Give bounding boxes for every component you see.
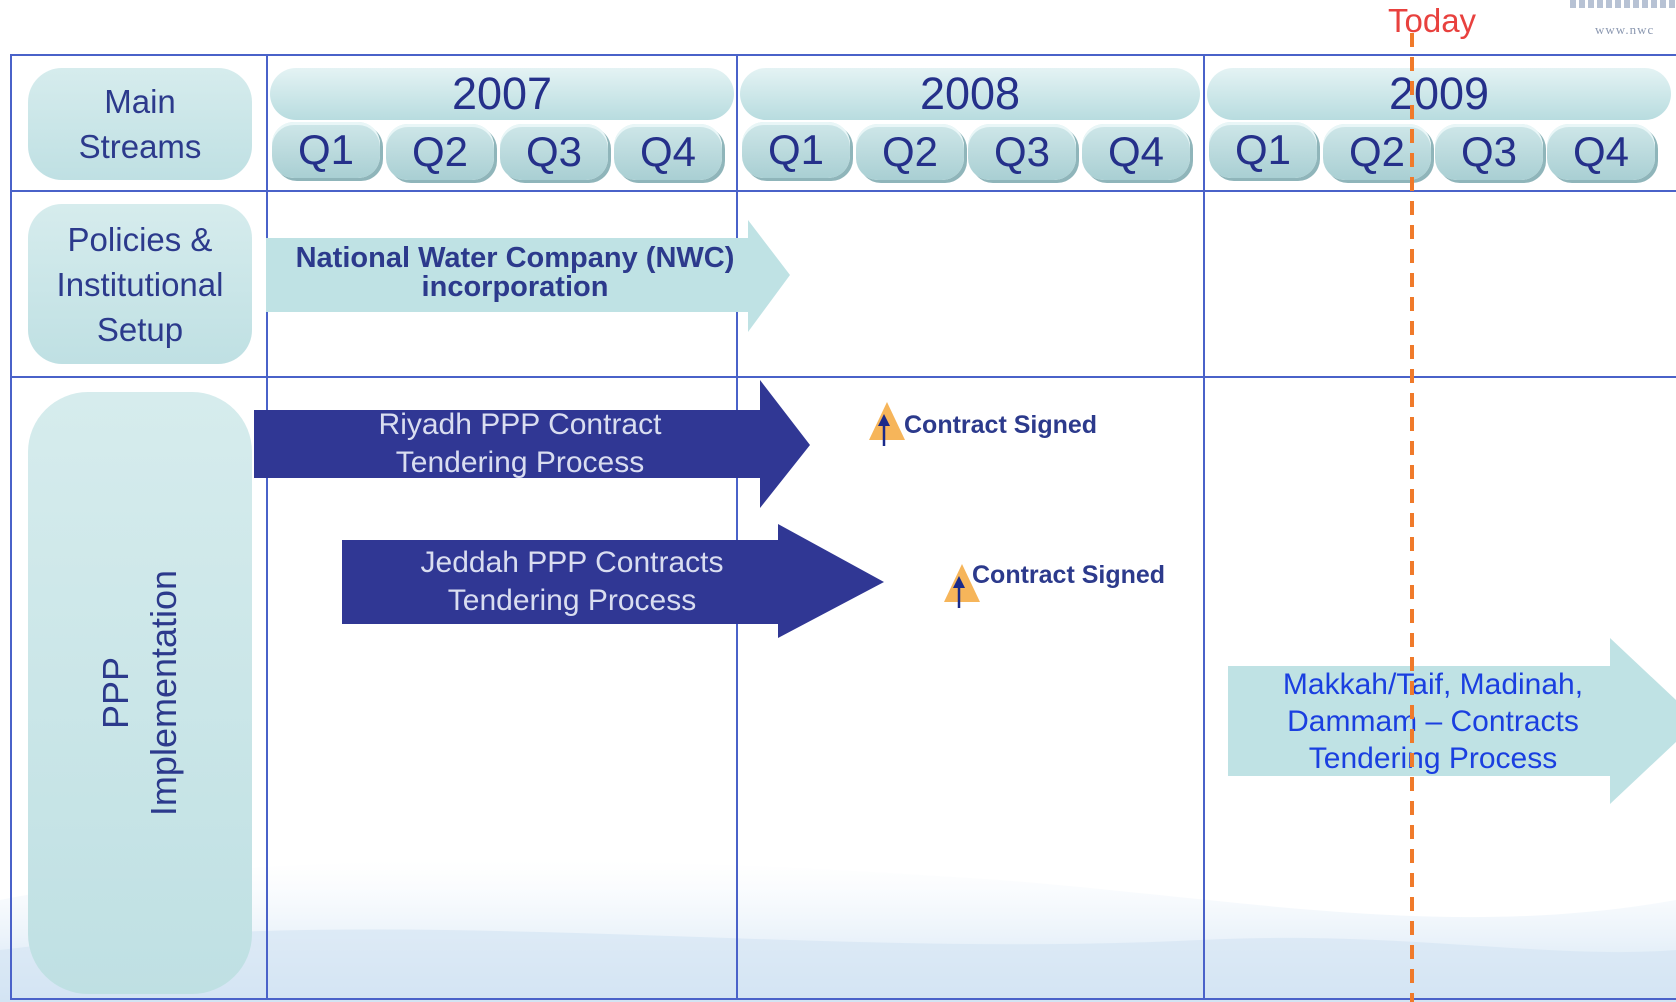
year-2009: 2009: [1207, 68, 1671, 120]
grid-left-line: [10, 54, 12, 1000]
quarter-2008-q4: Q4: [1082, 124, 1190, 180]
grid-header-line: [10, 190, 1676, 192]
grid-col-line-label: [266, 54, 268, 1000]
main-streams-header: Main Streams: [28, 68, 252, 180]
jeddah-bar-label: Jeddah PPP Contracts Tendering Process: [420, 546, 724, 617]
quarter-2007-q1: Q1: [272, 122, 380, 178]
milestone-icon: [869, 402, 905, 446]
grid-col-line-2009: [1203, 54, 1205, 1000]
quarter-2009-q3: Q3: [1435, 124, 1543, 180]
year-2008: 2008: [740, 68, 1200, 120]
quarter-2007-q2: Q2: [386, 124, 494, 180]
quarter-2009-q1: Q1: [1209, 122, 1317, 178]
makkah-arrow: [1228, 638, 1676, 804]
today-label: Today: [1388, 2, 1477, 39]
grid-top-line: [10, 54, 1676, 56]
riyadh-arrow: [254, 380, 810, 508]
milestone-icon: [944, 564, 980, 608]
grid-bottom-line: [10, 998, 1676, 1000]
quarter-2008-q2: Q2: [856, 124, 964, 180]
logo-url: www.nwc: [1595, 22, 1655, 37]
jeddah-arrow: [342, 524, 884, 638]
nwc-bar-label: National Water Company (NWC) incorporati…: [295, 242, 735, 303]
policies-row-label: Policies & Institutional Setup: [28, 204, 252, 364]
grid-row-line: [10, 376, 1676, 378]
quarter-2008-q1: Q1: [742, 122, 850, 178]
quarter-2007-q3: Q3: [500, 124, 608, 180]
makkah-bar-label: Makkah/Taif, Madinah, Dammam – Contracts…: [1282, 668, 1584, 775]
riyadh-bar-label: Riyadh PPP Contract Tendering Process: [378, 408, 662, 479]
quarter-2007-q4: Q4: [614, 124, 722, 180]
milestone-jeddah-signed: Contract Signed: [972, 561, 1166, 589]
milestone-riyadh-signed: Contract Signed: [904, 411, 1098, 439]
ppp-row-label: PPP Implementation: [28, 392, 252, 994]
today-marker-line: [1410, 33, 1414, 1002]
nwc-arrow: [266, 220, 790, 332]
grid-col-line-2008: [736, 54, 738, 1000]
logo-graphic: [1570, 0, 1676, 8]
quarter-2008-q3: Q3: [968, 124, 1076, 180]
quarter-2009-q4: Q4: [1547, 124, 1655, 180]
year-2007: 2007: [270, 68, 734, 120]
